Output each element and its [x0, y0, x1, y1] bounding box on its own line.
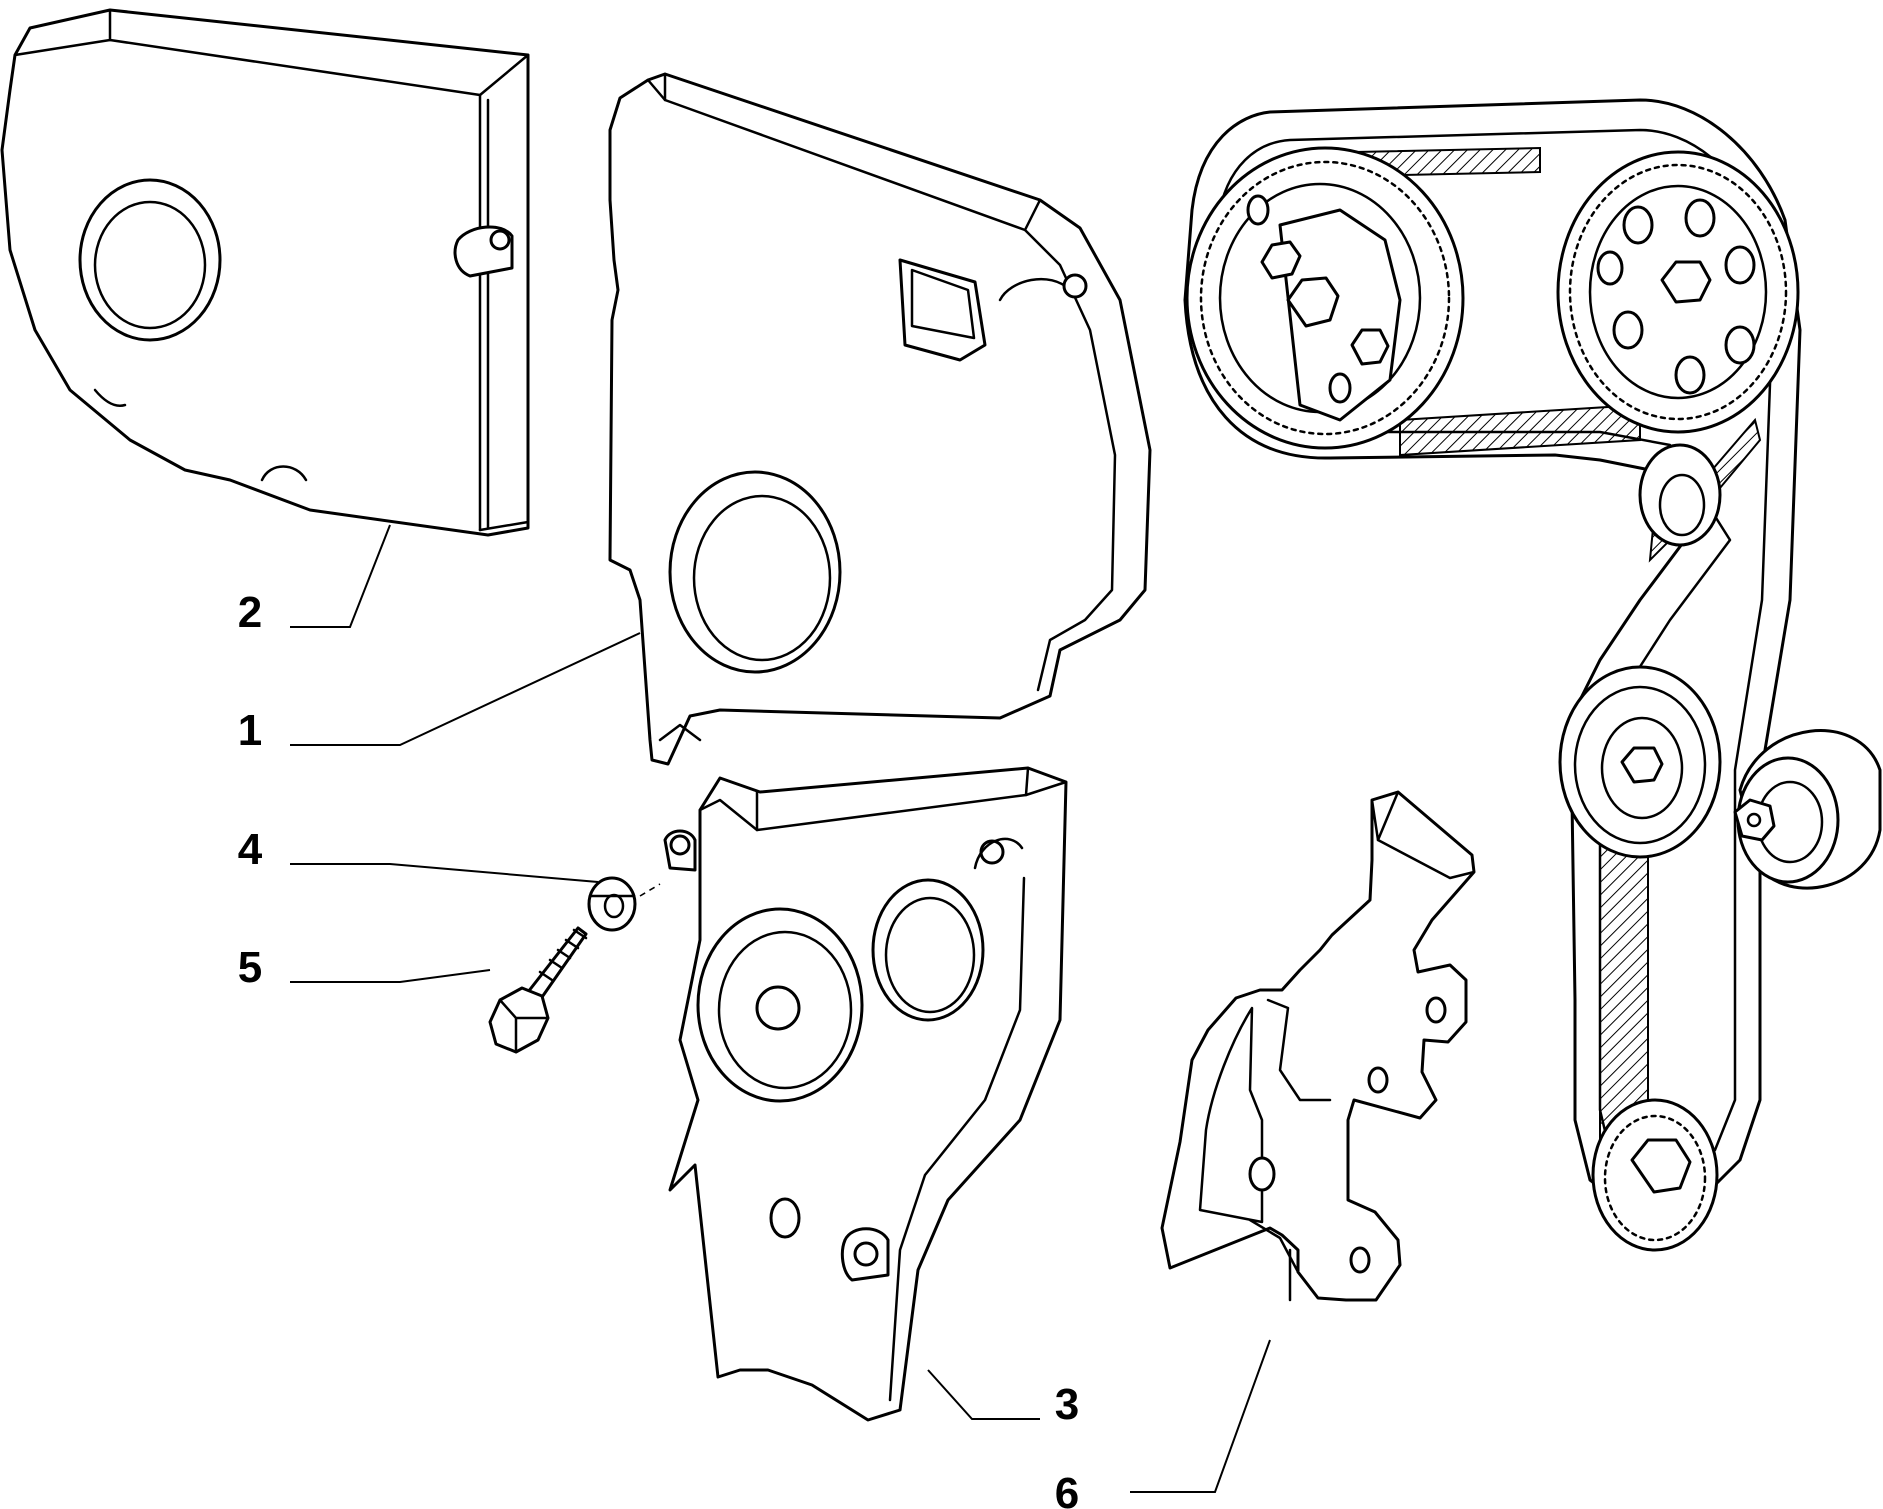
part-2-timing-cover — [0, 8, 530, 537]
part-4-washer — [587, 876, 661, 932]
leader-line-2 — [290, 524, 391, 628]
leader-line-6 — [1130, 1339, 1271, 1493]
crankshaft-pulley — [1591, 1098, 1719, 1252]
timing-belt-assembly — [1183, 98, 1882, 1252]
callout-3: 3 — [1054, 1380, 1080, 1429]
leader-line-5 — [290, 969, 491, 983]
leader-lines — [290, 524, 1271, 1493]
callout-5: 5 — [237, 943, 263, 992]
part-1-timing-cover — [608, 72, 1152, 766]
callout-1: 1 — [237, 706, 263, 755]
callout-4: 4 — [237, 825, 263, 874]
leader-line-3 — [927, 1369, 1040, 1420]
part-6-bracket — [1160, 790, 1476, 1302]
callout-2: 2 — [237, 588, 263, 637]
camshaft-pulley-right — [1556, 150, 1800, 434]
idler-pulley-upper — [1638, 443, 1722, 547]
callout-6: 6 — [1054, 1469, 1080, 1509]
leader-line-4 — [290, 863, 599, 883]
camshaft-pulley-left — [1185, 146, 1465, 450]
intermediate-pulley — [1558, 665, 1722, 859]
belt-tensioner — [1733, 729, 1882, 890]
part-3-lower-cover — [663, 766, 1068, 1422]
part-5-bolt — [488, 926, 588, 1054]
leader-line-1 — [290, 632, 641, 746]
